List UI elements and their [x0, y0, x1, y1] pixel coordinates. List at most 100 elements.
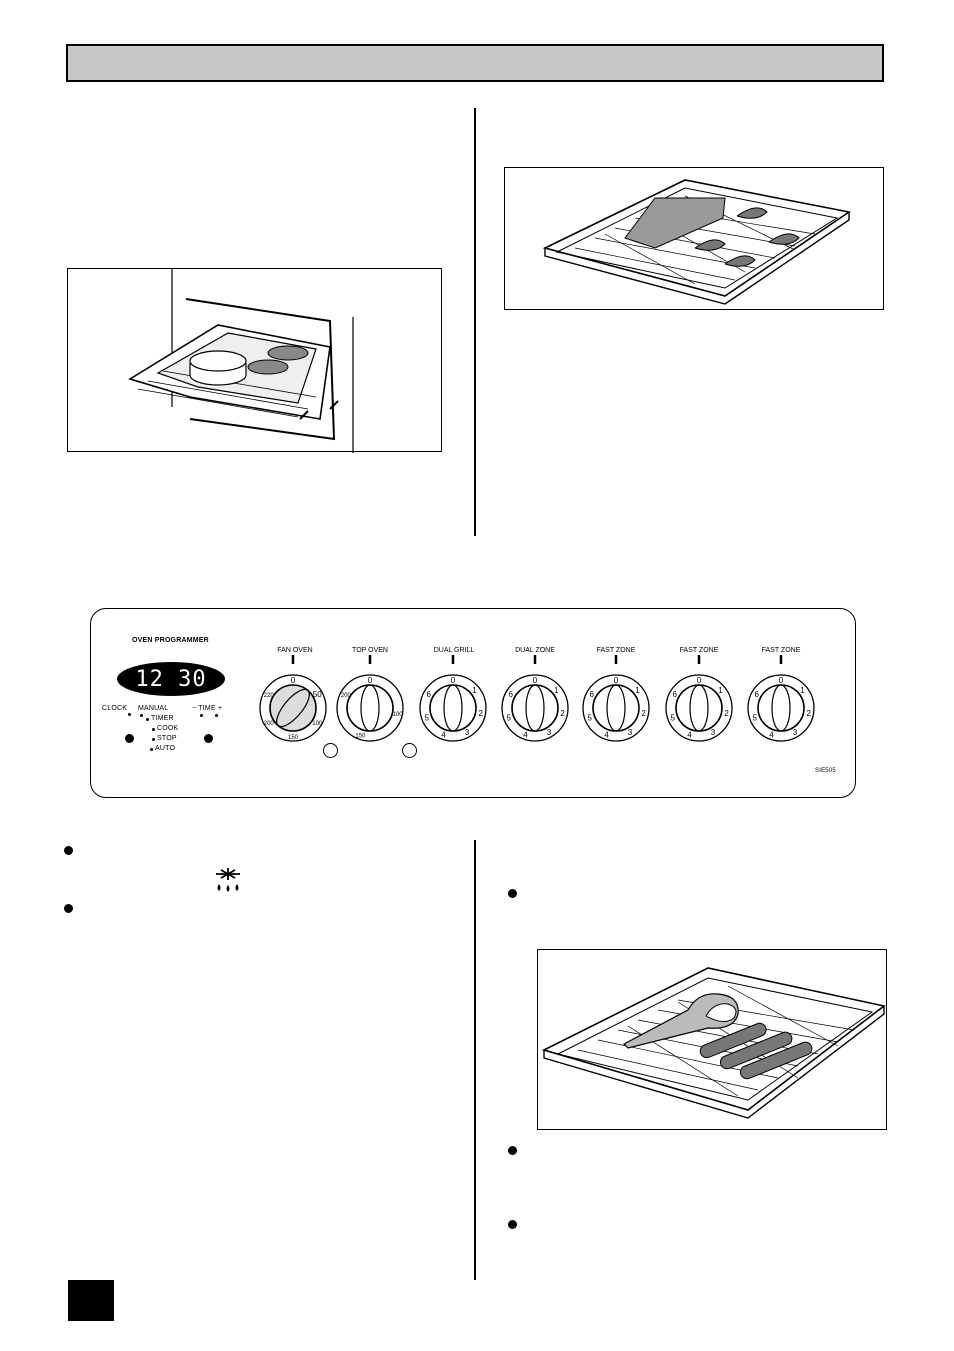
- grill-pan-fish-illustration: [504, 167, 884, 310]
- knob-number: 4: [769, 730, 774, 739]
- grill-pan-chop-illustration: [537, 949, 887, 1130]
- knob-number: 0: [291, 676, 296, 685]
- knob-number: 150: [288, 735, 299, 741]
- knob-number: 150: [355, 733, 366, 739]
- knob-number: 50: [313, 690, 322, 699]
- knob-label-dual-zone: DUAL ZONE: [515, 647, 555, 654]
- knob-number: 3: [628, 728, 633, 737]
- defrost-icon: [216, 868, 240, 892]
- knob-fast-zone-3[interactable]: 0 1 2 3 4 5 6: [747, 655, 815, 742]
- knob-number: 0: [451, 676, 456, 685]
- manual-label: MANUAL: [138, 705, 169, 712]
- knob-fan-oven[interactable]: 0 50 100 150 200 220: [259, 655, 327, 742]
- knob-number: 5: [752, 714, 757, 723]
- oven-shelf-drawing: [128, 269, 354, 453]
- knob-number: 2: [641, 709, 646, 718]
- knob-number: 5: [424, 714, 429, 723]
- manual-indicator: [140, 714, 143, 717]
- knob-number: 6: [590, 690, 595, 699]
- display-time: 12 30: [135, 667, 207, 692]
- knob-dual-grill[interactable]: 0 1 2 3 4 5 6: [419, 655, 487, 742]
- knob-number: 100: [312, 721, 323, 727]
- knob-number: 6: [427, 690, 432, 699]
- knob-number: 0: [697, 676, 702, 685]
- bullet-1: [64, 846, 73, 855]
- knob-number: 3: [793, 728, 798, 737]
- knob-number: 2: [560, 709, 565, 718]
- knob-number: 4: [441, 730, 446, 739]
- knob-number: 1: [718, 686, 723, 695]
- knob-number: 5: [587, 714, 592, 723]
- knob-number: 4: [604, 730, 609, 739]
- timer-label: TIMER: [151, 715, 174, 722]
- knob-number: 3: [711, 728, 716, 737]
- grill-pan-chop-drawing: [541, 967, 886, 1119]
- knob-label-dual-grill: DUAL GRILL: [433, 647, 475, 654]
- page-number-box: [68, 1280, 114, 1321]
- knob-number: 0: [368, 676, 373, 685]
- knob-number: 200: [264, 721, 275, 727]
- knob-number: 220: [264, 693, 275, 699]
- bullet-4: [508, 1146, 517, 1155]
- knob-number: 0: [533, 676, 538, 685]
- clock-label: CLOCK: [102, 705, 128, 712]
- knob-number: 5: [670, 714, 675, 723]
- programmer-display: 12 30: [117, 662, 225, 696]
- knob-number: 6: [673, 690, 678, 699]
- knob-number: 6: [509, 690, 514, 699]
- knob-top-oven[interactable]: 0 100 150 200: [336, 655, 404, 742]
- control-panel: [90, 608, 856, 798]
- knob-label-fast-zone-3: FAST ZONE: [761, 647, 801, 654]
- knob-number: 3: [547, 728, 552, 737]
- time-button[interactable]: [204, 734, 213, 743]
- time-minus-indicator: [200, 714, 203, 717]
- knob-number: 4: [687, 730, 692, 739]
- oven-shelf-illustration: [67, 268, 442, 453]
- knob-number: 5: [506, 714, 511, 723]
- bullet-3: [508, 889, 517, 898]
- knob-number: 1: [554, 686, 559, 695]
- cook-label: COOK: [157, 725, 179, 732]
- auto-indicator: [150, 748, 153, 751]
- knob-fast-zone-2[interactable]: 0 1 2 3 4 5 6: [665, 655, 733, 742]
- knob-number: 0: [779, 676, 784, 685]
- knob-number: 2: [724, 709, 729, 718]
- knob-number: 1: [800, 686, 805, 695]
- neon-indicator-top-oven: [402, 743, 417, 758]
- knob-dual-zone[interactable]: 0 1 2 3 4 5 6: [501, 655, 569, 742]
- knob-number: 6: [755, 690, 760, 699]
- knob-label-top-oven: TOP OVEN: [352, 647, 388, 654]
- bullet-2: [64, 904, 73, 913]
- mode-button[interactable]: [125, 734, 134, 743]
- knob-fast-zone-1[interactable]: 0 1 2 3 4 5 6: [582, 655, 650, 742]
- header-bar: [66, 44, 884, 82]
- knob-label-fan-oven: FAN OVEN: [277, 647, 313, 654]
- knob-number: 100: [393, 712, 404, 718]
- knob-number: 0: [614, 676, 619, 685]
- clock-indicator: [128, 713, 131, 716]
- programmer-label: OVEN PROGRAMMER: [132, 637, 209, 644]
- column-divider-top: [474, 108, 476, 536]
- knob-number: 2: [806, 709, 811, 718]
- knob-number: 2: [478, 709, 483, 718]
- knob-number: 1: [472, 686, 477, 695]
- stop-label: STOP: [157, 735, 177, 742]
- knob-label-fast-zone-1: FAST ZONE: [596, 647, 636, 654]
- auto-label: AUTO: [155, 745, 176, 752]
- time-label: − TIME +: [192, 705, 223, 712]
- knob-number: 3: [465, 728, 470, 737]
- stop-indicator: [152, 738, 155, 741]
- model-code: SIE505: [815, 768, 836, 774]
- timer-indicator: [146, 718, 149, 721]
- knob-number: 4: [523, 730, 528, 739]
- knob-number: 1: [635, 686, 640, 695]
- grill-pan-fish-drawing: [542, 179, 852, 305]
- bullet-5: [508, 1220, 517, 1229]
- time-plus-indicator: [215, 714, 218, 717]
- column-divider-bottom: [474, 840, 476, 1280]
- neon-indicator-fan-oven: [323, 743, 338, 758]
- cook-indicator: [152, 728, 155, 731]
- knob-number: 200: [341, 693, 352, 699]
- knob-label-fast-zone-2: FAST ZONE: [679, 647, 719, 654]
